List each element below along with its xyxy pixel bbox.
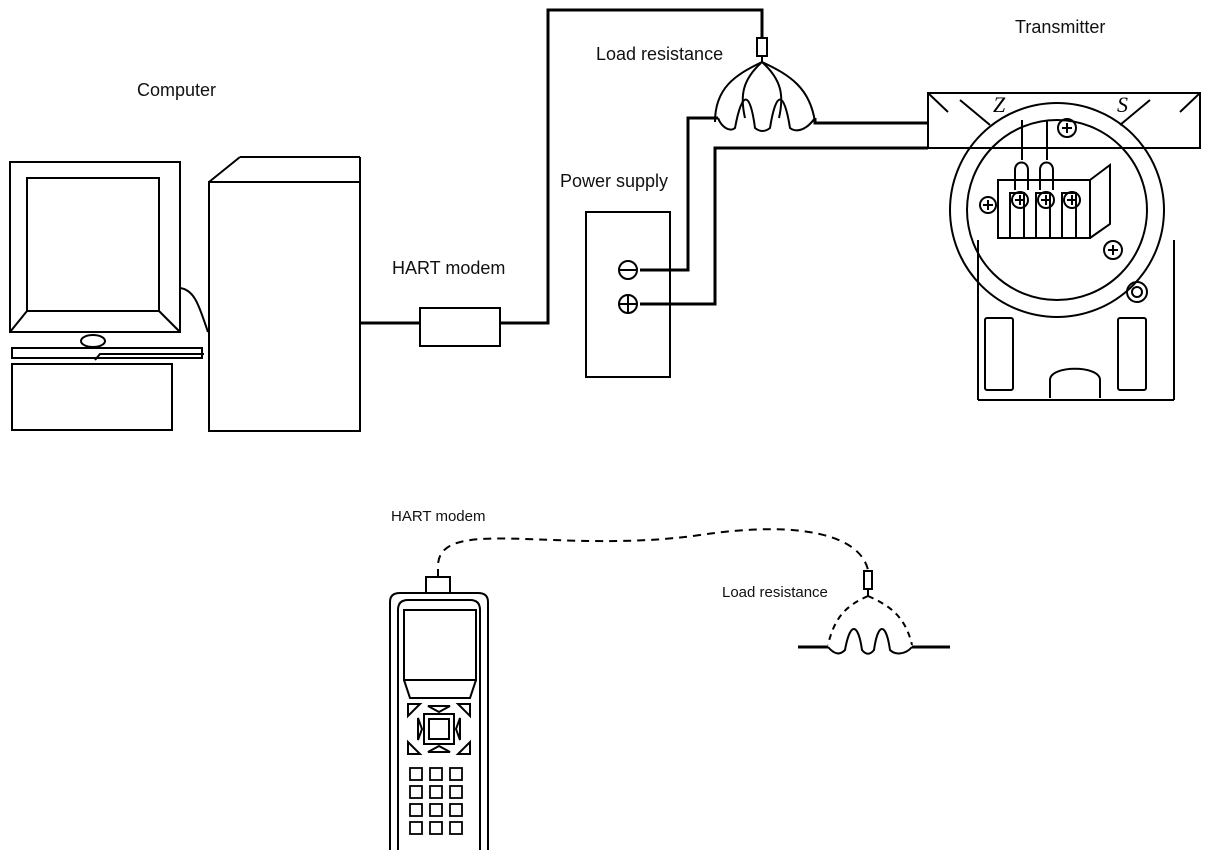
handheld-communicator <box>389 576 489 850</box>
keypad <box>409 767 463 835</box>
transmitter <box>927 92 1201 401</box>
hart-modem-top-label: HART modem <box>392 258 506 278</box>
computer-label: Computer <box>137 80 217 100</box>
terminal-screws <box>979 118 1123 260</box>
load-resistance-bottom-label: Load resistance <box>722 584 828 601</box>
power-supply-label: Power supply <box>560 171 669 191</box>
handheld-dashed-cable <box>437 528 869 577</box>
hart-modem-bottom-label: HART modem <box>391 508 486 525</box>
monitor <box>9 161 209 431</box>
computer-tower <box>208 156 361 432</box>
hart-modem-top <box>360 8 764 347</box>
power-supply <box>585 211 671 378</box>
transmitter-marking-s: S <box>1117 92 1128 117</box>
load-resistance-bottom <box>798 570 950 655</box>
load-resistance-top-label: Load resistance <box>596 44 724 64</box>
load-resistance-top <box>714 37 816 132</box>
transmitter-marking-z: Z <box>993 92 1006 117</box>
transmitter-label: Transmitter <box>1015 17 1106 37</box>
loop-wiring <box>640 116 928 306</box>
